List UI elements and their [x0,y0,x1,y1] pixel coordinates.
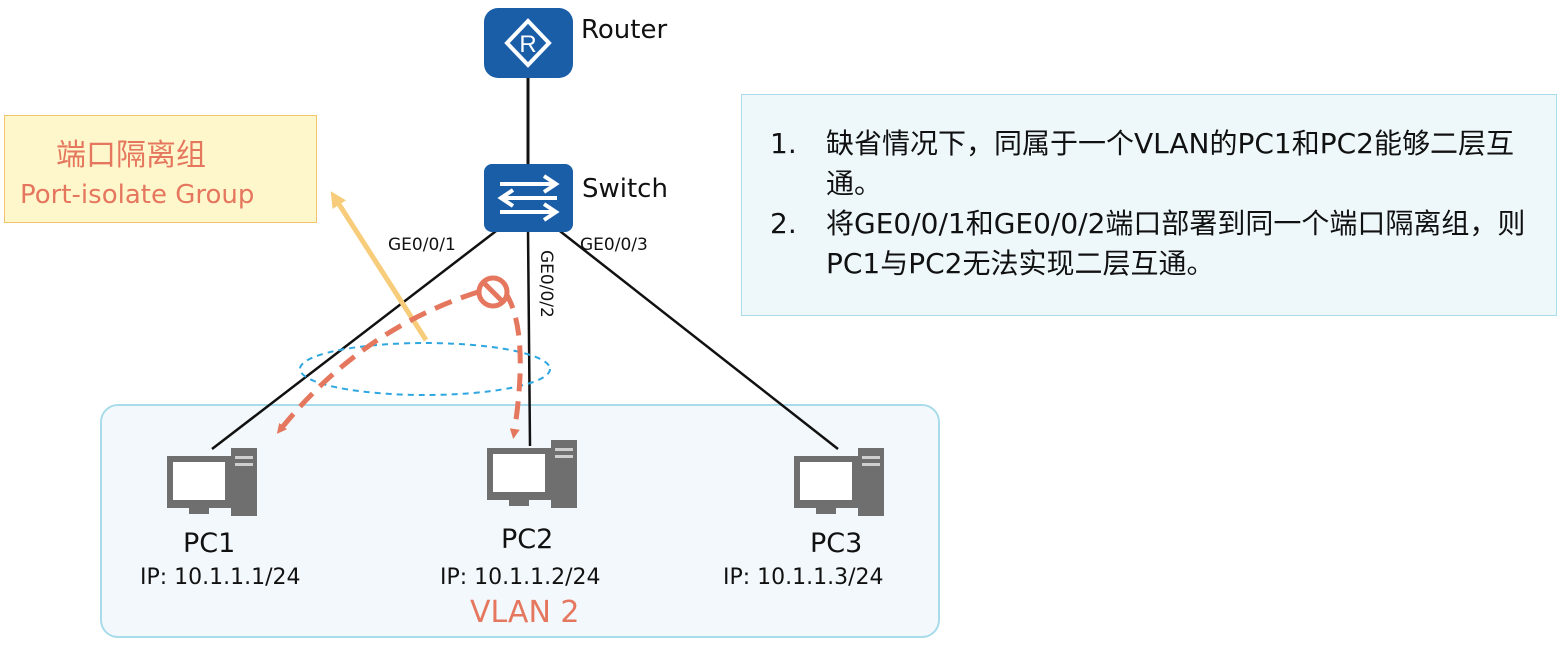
switch-icon [484,164,573,232]
note-item-1: 1. 缺省情况下，同属于一个VLAN的PC1和PC2能够二层互通。 [770,124,1540,204]
router-icon: R [484,8,573,78]
pc3-name: PC3 [810,528,863,559]
link-pc3 [555,227,839,450]
pc2-name: PC2 [501,524,554,555]
port-label-ge001: GE0/0/1 [388,235,456,255]
switch-label: Switch [582,174,668,204]
svg-text:R: R [519,31,536,58]
prohibited-icon [476,275,510,309]
pc2-icon [487,440,577,508]
pc3-icon [794,448,884,516]
port-isolate-group-box [4,115,317,223]
pc3-ip: IP: 10.1.1.3/24 [723,565,884,590]
note-text: 将GE0/0/1和GE0/0/2端口部署到同一个端口隔离组，则PC1与PC2无法… [826,207,1526,280]
port-isolate-group-zh: 端口隔离组 [56,138,206,173]
blocked-path-pc1 [276,289,479,434]
blocked-path-pc2 [502,290,523,439]
pc1-name: PC1 [183,528,236,559]
note-number: 2. [770,207,797,240]
pc2-ip: IP: 10.1.1.2/24 [440,565,601,590]
pc1-icon [167,448,257,516]
link-pc2 [526,229,532,447]
note-number: 1. [770,127,797,160]
port-isolate-group-en: Port-isolate Group [20,180,255,210]
notes-box [741,94,1557,316]
link-pc1 [211,227,501,450]
note-text: 缺省情况下，同属于一个VLAN的PC1和PC2能够二层互通。 [826,127,1514,200]
pc1-ip: IP: 10.1.1.1/24 [140,565,301,590]
port-label-ge003: GE0/0/3 [580,235,648,255]
group-pointer-arrow [330,191,429,342]
note-item-2: 2. 将GE0/0/1和GE0/0/2端口部署到同一个端口隔离组，则PC1与PC… [770,204,1540,284]
vlan-area [100,404,940,638]
port-label-ge002: GE0/0/2 [536,250,556,318]
vlan-label: VLAN 2 [470,595,580,630]
isolation-ellipse [299,342,551,396]
router-label: Router [581,15,668,45]
